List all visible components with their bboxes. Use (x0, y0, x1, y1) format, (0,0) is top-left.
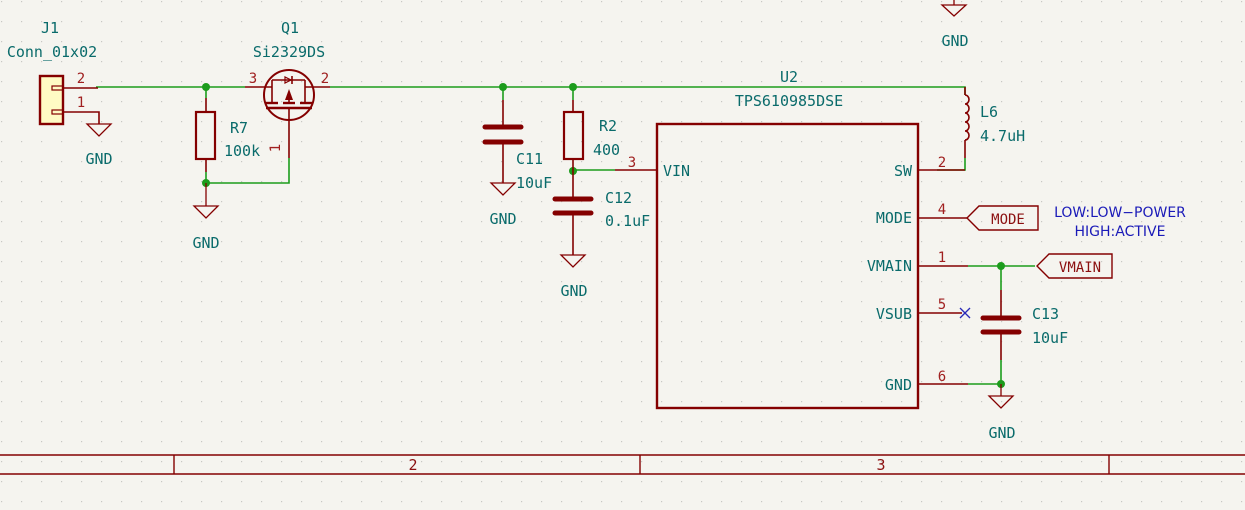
gnd-label: GND (489, 210, 516, 228)
inductor-icon (964, 94, 970, 141)
junction-dot (569, 83, 577, 91)
r2-value: 400 (593, 141, 620, 159)
ground-icon (192, 205, 220, 219)
c11-ref: C11 (516, 150, 543, 168)
gnd-symbol-c13[interactable]: GND (987, 384, 1016, 442)
ground-icon (489, 182, 517, 196)
u2-ref: U2 (780, 68, 798, 86)
mode-note-line2: HIGH:ACTIVE (1075, 224, 1166, 240)
gnd-symbol-c11[interactable]: GND (489, 182, 517, 228)
gnd-symbol-r7[interactable]: GND (192, 183, 220, 252)
component-j1[interactable]: J1 Conn_01x02 2 1 (7, 19, 100, 126)
u2-pin-vmain-number: 1 (938, 250, 946, 266)
j1-pin-1: 1 (77, 95, 85, 111)
vmain-label-text: VMAIN (1059, 260, 1101, 276)
component-r7[interactable]: R7 100k (194, 98, 260, 172)
u2-pin-mode-number: 4 (938, 202, 946, 218)
c13-value: 10uF (1032, 329, 1068, 347)
no-connect-icon (959, 307, 971, 319)
mode-note-line1: LOW:LOW−POWER (1054, 205, 1186, 221)
j1-value: Conn_01x02 (7, 43, 97, 61)
r2-ref: R2 (599, 117, 617, 135)
r7-value: 100k (224, 142, 260, 160)
gnd-label: GND (988, 424, 1015, 442)
u2-pin-mode-name: MODE (876, 209, 912, 227)
u2-pin-gnd-number: 6 (938, 369, 946, 385)
gnd-label: GND (192, 234, 219, 252)
frame-column-label: 3 (876, 456, 885, 474)
ground-icon (559, 254, 587, 268)
ground-icon (85, 123, 113, 137)
j1-pin-2: 2 (77, 71, 85, 87)
j1-ref: J1 (41, 19, 59, 37)
label-flag (1036, 253, 1113, 279)
c13-ref: C13 (1032, 305, 1059, 323)
q1-pin-gate: 1 (268, 144, 284, 152)
component-l6[interactable]: L6 4.7uH (964, 87, 1025, 158)
u2-pin-vsub-name: VSUB (876, 305, 912, 323)
gnd-symbol-c12[interactable]: GND (559, 254, 588, 300)
u2-pin-sw-name: SW (894, 162, 913, 180)
component-c12[interactable]: C12 0.1uF (552, 171, 650, 255)
u2-pin-gnd-name: GND (885, 376, 912, 394)
ground-icon (940, 4, 968, 17)
u2-value: TPS610985DSE (735, 92, 843, 110)
q1-ref: Q1 (281, 19, 299, 37)
hierarchical-label-vmain[interactable]: VMAIN (1036, 253, 1113, 279)
r7-ref: R7 (230, 119, 248, 137)
c12-ref: C12 (605, 189, 632, 207)
component-c11[interactable]: C11 10uF (482, 100, 552, 192)
label-flag (966, 205, 1039, 231)
gnd-symbol-top[interactable]: GND (940, 0, 969, 50)
c11-value: 10uF (516, 174, 552, 192)
l6-ref: L6 (980, 103, 998, 121)
ground-icon (987, 395, 1015, 409)
frame-column-label: 2 (408, 456, 417, 474)
l6-value: 4.7uH (980, 127, 1025, 145)
wire-gate (205, 158, 290, 184)
component-r2[interactable]: R2 400 (562, 100, 620, 171)
component-c13[interactable]: C13 10uF (980, 290, 1068, 360)
q1-pin-source: 3 (249, 71, 257, 87)
u2-pin-vin-number: 3 (628, 155, 636, 171)
mode-label-text: MODE (991, 212, 1025, 228)
q1-value: Si2329DS (253, 43, 325, 61)
hierarchical-label-mode[interactable]: MODE (966, 205, 1039, 231)
junction-dot (997, 262, 1005, 270)
component-u2[interactable]: U2 TPS610985DSE 3 VIN 2 SW 4 MODE 1 VMAI… (615, 68, 971, 410)
sheet-frame-border: 2 3 (0, 454, 1245, 475)
gnd-label: GND (85, 150, 112, 168)
gnd-label: GND (941, 32, 968, 50)
u2-pin-vin-name: VIN (663, 162, 690, 180)
junction-dot (499, 83, 507, 91)
component-q1[interactable]: Q1 Si2329DS 3 2 1 (245, 19, 330, 158)
q1-pin-drain: 2 (321, 71, 329, 87)
connector-body (38, 74, 65, 126)
junction-dot (202, 83, 210, 91)
u2-pin-vsub-number: 5 (938, 297, 946, 313)
gnd-label: GND (560, 282, 587, 300)
u2-pin-sw-number: 2 (938, 155, 946, 171)
mode-note: LOW:LOW−POWER HIGH:ACTIVE (1054, 205, 1186, 240)
gnd-symbol-j1[interactable]: GND (85, 123, 113, 168)
c12-value: 0.1uF (605, 212, 650, 230)
u2-pin-vmain-name: VMAIN (867, 257, 912, 275)
